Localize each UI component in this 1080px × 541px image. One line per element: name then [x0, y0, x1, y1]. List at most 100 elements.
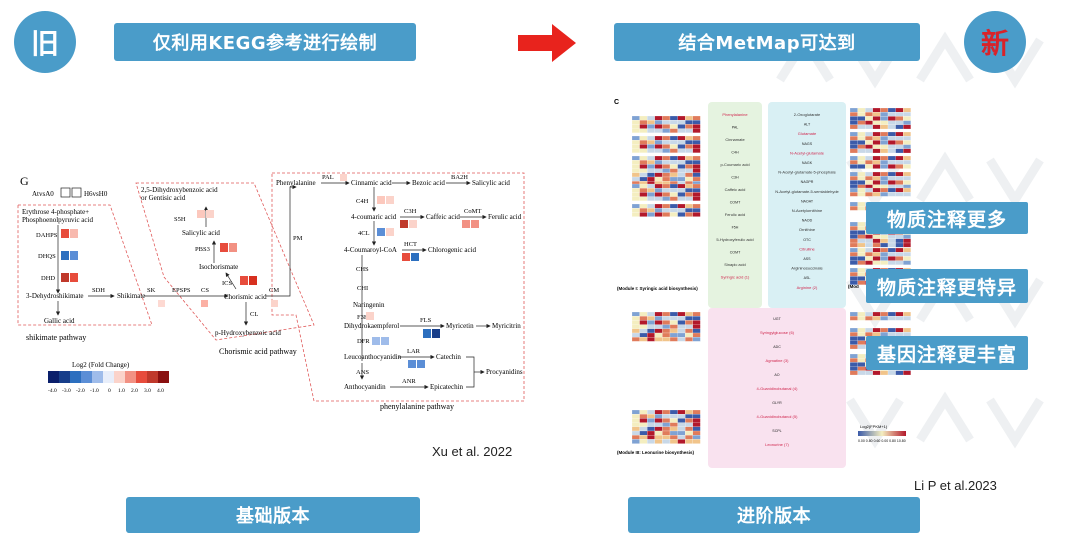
callout-more-annotation: 物质注释更多 [866, 202, 1028, 234]
module1-label: (Module I: Syringic acid biosynthesis) [617, 286, 698, 291]
module2-label: (Mod [848, 284, 859, 289]
col2-item: Argininosuccinate [791, 266, 823, 271]
enzyme-4cl: 4CL [358, 230, 370, 237]
enzyme-comt: CoMT [464, 208, 481, 215]
node-shikimate: Shikimate [117, 292, 145, 300]
node-catechin: Catechin [436, 353, 461, 361]
module3-bg [708, 308, 846, 468]
node-e4p: Erythrose 4-phosphate+ [22, 208, 89, 216]
enzyme-f3h: F3H [357, 314, 369, 321]
col1-item: C3H [731, 176, 739, 180]
right-title-banner: 结合MetMap可达到 [614, 23, 920, 61]
col1-item: 5-Hydroxyferulic acid [716, 237, 753, 242]
module2-column: 2-OxoglutarateALTGlutamateNAGSN-Acetyl-g… [775, 112, 839, 290]
right-panel-letter: C [614, 99, 619, 106]
left-title-banner: 仅利用KEGG参考进行绘制 [114, 23, 416, 61]
right-scale-ticks: 0.00 0.80 0.60 0.00 0.80 10.80 [858, 439, 906, 443]
enzyme-ba2h: BA2H [451, 174, 468, 181]
legend-label-a: AtvsA0 [32, 190, 54, 198]
col2-item: ALT [804, 123, 811, 127]
col2-item: 2-Oxoglutarate [794, 112, 821, 117]
enzyme-chi: CHI [357, 285, 368, 292]
node-salicylic: Salicylic acid [182, 229, 220, 237]
left-pathway-figure: G AtvsA0 H6vsH0 Erythrose 4-phosphate+ P… [17, 172, 525, 411]
col3-item: GLYR [772, 401, 782, 405]
col1-item: p-Coumaric acid [720, 162, 749, 167]
module2-bg [768, 102, 846, 308]
col1-item: C4H [731, 151, 739, 155]
phenylalanine-group-outline [271, 172, 525, 402]
col2-item: N-Acetyl-glutamate [790, 150, 825, 155]
right-arrow-icon [518, 24, 576, 62]
enzyme-dfr: DFR [357, 338, 370, 345]
legend-label-b: H6vsH0 [84, 190, 108, 198]
col3-item: 4-Guanidinobutanal (4) [757, 386, 799, 391]
right-citation: Li P et al.2023 [914, 478, 997, 493]
scale-tick-8: 4.0 [157, 388, 164, 394]
node-cinnamic: Cinnamic acid [351, 179, 392, 187]
col3-item: Leonurine (7) [765, 442, 789, 447]
module1-bg [708, 102, 762, 308]
col1-item: Cinnamate [725, 137, 745, 142]
node-myricitrin: Myricitrin [492, 322, 521, 330]
callout-specific-annotation: 物质注释更特异 [866, 269, 1028, 303]
left-panel-letter: G [20, 174, 29, 188]
enzyme-cm: CM [269, 287, 279, 294]
node-myricetin: Myricetin [446, 322, 474, 330]
col2-item: N-Acetyl-glutamate-5-semialdehyde [775, 189, 839, 194]
node-phenylalanine: Phenylalanine [276, 179, 316, 187]
enzyme-c4h: C4H [356, 198, 369, 205]
enzyme-dhqs: DHQS [38, 253, 56, 260]
enzyme-pbs3: PBS3 [195, 246, 210, 253]
col2-item: Ornithine [799, 227, 816, 232]
col2-item: NAGK [802, 161, 813, 165]
node-leucoanthocyanidin: Leucoanthocyanidin [344, 353, 402, 361]
col2-item: Arginine (2) [797, 285, 818, 290]
col3-item: 4-Guanidinobutanol (5) [757, 414, 799, 419]
col1-item: COMT [730, 251, 741, 255]
scale-tick-6: 2.0 [131, 388, 138, 394]
node-bezoic: Bezoic acid [412, 179, 445, 187]
shikimate-caption: shikimate pathway [26, 333, 86, 342]
enzyme-ans: ANS [356, 369, 369, 376]
enzyme-cl: CL [250, 311, 258, 318]
scale-tick-2: -2.0 [76, 388, 85, 394]
col2-item: Citrulline [799, 246, 815, 251]
scale-tick-5: 1.0 [118, 388, 125, 394]
col2-item: ASS [803, 257, 811, 261]
col3-item: SCPL [772, 429, 781, 433]
legend-box-b [71, 187, 82, 198]
node-dihydroxybenzoic: 2,5-Dihydroxybenzoic acid [141, 186, 218, 194]
chorismic-caption: Chorismic acid pathway [219, 347, 297, 356]
enzyme-pal: PAL [322, 174, 334, 181]
enzyme-pm: PM [293, 235, 303, 242]
col1-item: PAL [732, 126, 739, 130]
enzyme-fls: FLS [420, 317, 432, 324]
enzyme-epsps: EPSPS [172, 287, 191, 294]
col2-item: Glutamate [798, 131, 817, 136]
right-scale-title: Log2(FPKM+1) [860, 424, 888, 429]
node-salicylic-2: Salicylic acid [472, 179, 510, 187]
enzyme-c3h: C3H [404, 208, 417, 215]
right-scale-bar [858, 431, 906, 436]
col3-item: AO [774, 373, 779, 377]
col3-item: Syringylglucose (6) [760, 330, 795, 335]
right-pathway-figure: C (Module I: Syringic acid biosynthesis)… [612, 92, 918, 474]
col2-item: OTC [803, 238, 811, 242]
col2-item: NAOD [802, 219, 813, 223]
col1-item: Phenylalanine [722, 112, 748, 117]
enzyme-sk: SK [147, 287, 156, 294]
node-dihydrokaempferol: Dihydrokaempferol [344, 322, 399, 330]
enzyme-cs: CS [201, 287, 209, 294]
col1-item: COMT [730, 201, 741, 205]
col1-item: Ferulic acid [725, 212, 745, 217]
enzyme-dhd: DHD [41, 275, 55, 282]
node-caffeic: Caffeic acid [426, 213, 460, 221]
enzyme-sdh: SDH [92, 287, 105, 294]
node-ferulic: Ferulic acid [488, 213, 522, 221]
col1-item: F5H [732, 226, 739, 230]
col3-item: ADC [773, 345, 781, 349]
scale-title: Log2 (Fold Change) [72, 361, 130, 369]
